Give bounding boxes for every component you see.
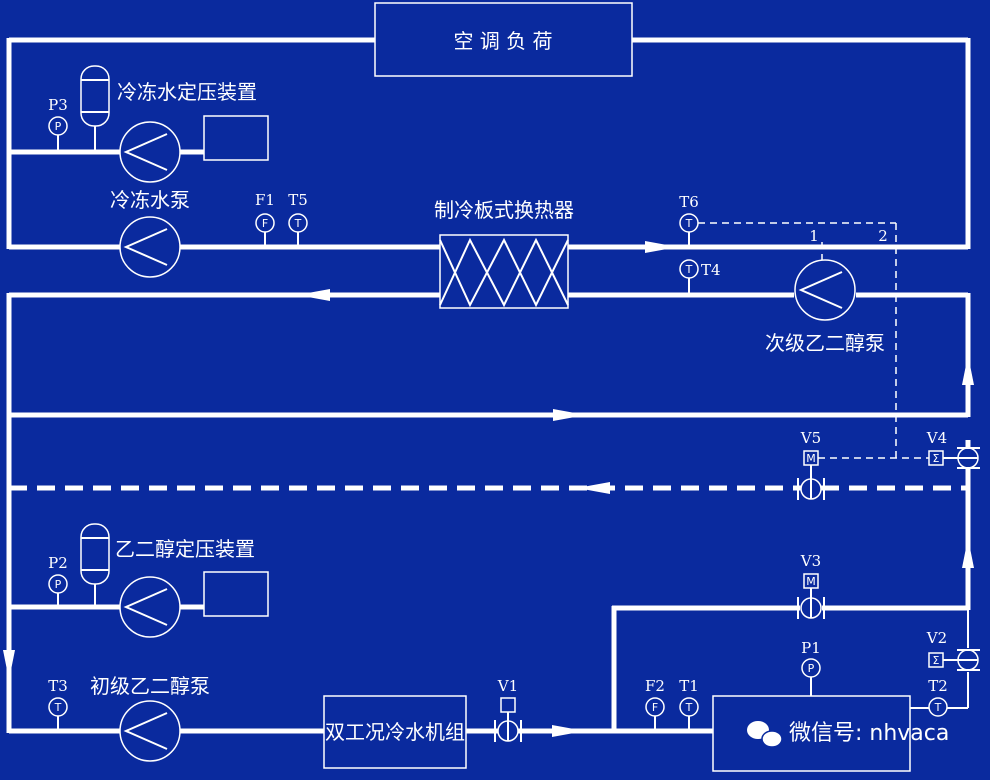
chw-pump-label: 冷冻水泵 [110, 188, 190, 212]
svg-text:T3: T3 [48, 677, 68, 695]
watermark: 微信号: nhvaca [747, 721, 949, 748]
svg-text:T: T [685, 263, 693, 276]
svg-text:M: M [806, 452, 816, 465]
svg-text:T: T [294, 217, 302, 230]
svg-text:P3: P3 [48, 96, 68, 114]
svg-text:V5: V5 [800, 429, 821, 447]
expansion-tank-icon [80, 523, 110, 585]
svg-text:F: F [262, 217, 268, 230]
chilled-water-loop [6, 37, 971, 253]
chw-pump-icon [119, 216, 181, 278]
plate-hx-label: 制冷板式换热器 [434, 198, 574, 222]
valve-v3: V3 M [797, 552, 825, 619]
control-box [203, 571, 269, 617]
svg-text:P: P [55, 120, 62, 133]
svg-text:V2: V2 [926, 629, 947, 647]
control-box [203, 115, 269, 161]
flow-arrow-up [962, 538, 974, 568]
svg-text:T: T [685, 217, 693, 230]
svg-text:P: P [808, 662, 815, 675]
svg-text:T: T [934, 701, 942, 714]
svg-text:T6: T6 [679, 193, 699, 211]
secondary-glycol-pump-icon [794, 259, 856, 321]
dual-mode-chiller-box: 双工况冷水机组 [323, 695, 467, 769]
chiller-label: 双工况冷水机组 [325, 720, 465, 744]
valve-v1: V1 [494, 677, 522, 742]
svg-text:T: T [685, 701, 693, 714]
svg-text:T2: T2 [928, 677, 948, 695]
primary-pump-label: 初级乙二醇泵 [90, 674, 210, 698]
primary-glycol-pump-icon [119, 700, 181, 762]
actuator-icon [500, 697, 516, 713]
flow-arrow-right [552, 725, 585, 737]
svg-text:F1: F1 [255, 191, 275, 209]
svg-text:V4: V4 [926, 429, 947, 447]
flow-arrow-right [553, 409, 586, 421]
valve-v4: V4 Σ [926, 429, 980, 469]
valve-v2: V2 Σ [926, 629, 980, 671]
temperature-sensor-t5: T5 T [288, 191, 308, 247]
svg-text:P2: P2 [48, 554, 68, 572]
port-1-label: 1 [809, 227, 819, 245]
svg-text:F2: F2 [645, 677, 665, 695]
flow-meter-f1: F1 F [255, 191, 275, 247]
chw-pressurization-device: 冷冻水定压装置 [80, 65, 269, 161]
temperature-sensor-t6: T6 T [679, 193, 699, 247]
chw-pressurization-label: 冷冻水定压装置 [117, 80, 257, 104]
expansion-tank-icon [80, 65, 110, 127]
valve-v5: V5 M [797, 429, 825, 500]
svg-text:T5: T5 [288, 191, 308, 209]
svg-text:V3: V3 [800, 552, 821, 570]
thermometer-icon [928, 697, 948, 717]
glycol-pressurization-device: 乙二醇定压装置 [80, 523, 269, 617]
control-signal-lines [698, 222, 929, 459]
svg-text:Σ: Σ [933, 654, 940, 667]
flow-arrow-down [3, 650, 15, 680]
temperature-sensor-t2: T2 T [928, 677, 948, 717]
ac-load-box: 空 调 负 荷 [374, 2, 633, 77]
svg-text:P1: P1 [801, 639, 821, 657]
temperature-sensor-t3: T3 T [48, 677, 68, 731]
temperature-sensor-t4: T T4 [679, 259, 721, 295]
flow-arrow-up [962, 355, 974, 385]
svg-text:F: F [652, 701, 658, 714]
glycol-pressurization-pump-icon [119, 576, 181, 638]
svg-text:V1: V1 [497, 677, 518, 695]
pressure-gauge-p1: P1 P [801, 639, 821, 696]
temperature-sensor-t1: T1 T [679, 677, 699, 731]
svg-text:M: M [806, 575, 816, 588]
pressure-gauge-p2: P2 P [48, 554, 68, 607]
svg-text:P: P [55, 578, 62, 591]
svg-text:T: T [54, 701, 62, 714]
pressure-gauge-p3: P3 P [48, 96, 68, 152]
flow-meter-f2: F2 F [645, 677, 665, 731]
chw-pressurization-pump-icon [119, 121, 181, 183]
ac-load-label: 空 调 负 荷 [453, 29, 552, 53]
ice-storage-box [712, 695, 911, 772]
svg-text:T4: T4 [701, 261, 721, 279]
svg-text:Σ: Σ [933, 452, 940, 465]
svg-text:T1: T1 [679, 677, 699, 695]
flow-arrow-left [297, 289, 330, 301]
port-2-label: 2 [878, 227, 888, 245]
secondary-pump-label: 次级乙二醇泵 [765, 331, 885, 355]
glycol-loops [3, 289, 974, 737]
wechat-icon [747, 721, 783, 748]
plate-heat-exchanger-icon [439, 234, 569, 309]
glycol-pressurization-label: 乙二醇定压装置 [115, 537, 255, 561]
flow-arrow-right [645, 241, 678, 253]
flow-arrow-left [577, 482, 610, 494]
watermark-text: 微信号: nhvaca [789, 721, 949, 746]
